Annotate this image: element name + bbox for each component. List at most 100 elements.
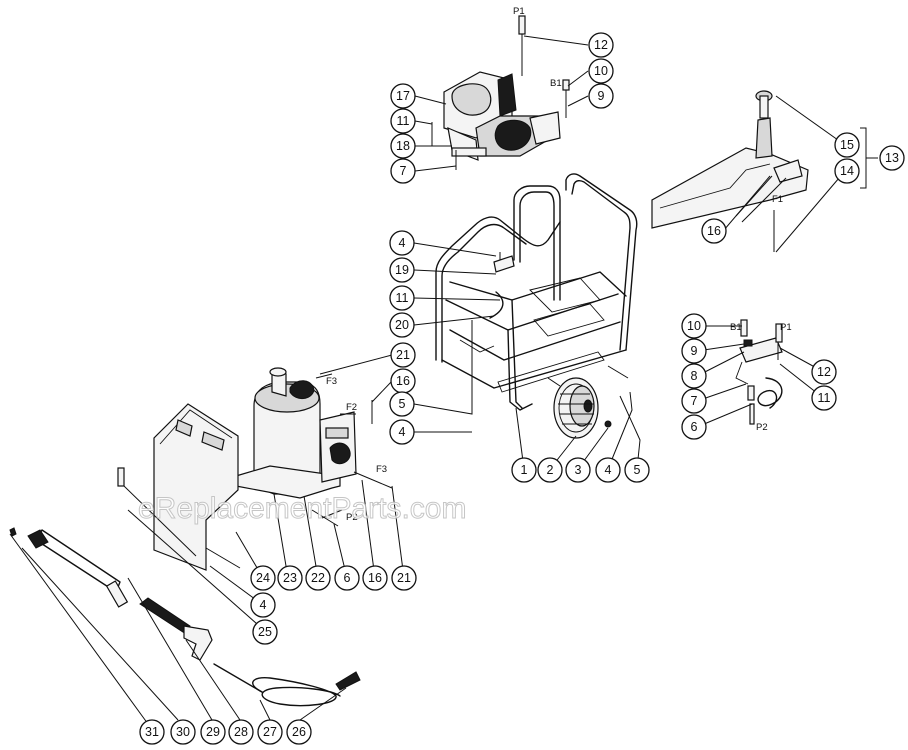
svg-text:5: 5 xyxy=(399,397,406,411)
callout-2: 2 xyxy=(537,457,563,483)
svg-text:25: 25 xyxy=(258,625,272,639)
callout-21: 21 xyxy=(390,342,416,368)
tag-f3-top: F3 xyxy=(326,376,337,387)
callout-9: 9 xyxy=(588,83,614,109)
callout-12: 12 xyxy=(588,32,614,58)
callout-30: 30 xyxy=(170,719,196,745)
svg-text:13: 13 xyxy=(885,151,899,165)
svg-text:27: 27 xyxy=(263,725,277,739)
callout-16: 16 xyxy=(701,218,727,244)
callout-4: 4 xyxy=(595,457,621,483)
gun-and-hose xyxy=(127,577,361,721)
callout-6: 6 xyxy=(334,565,360,591)
callout-10: 10 xyxy=(681,313,707,339)
svg-text:22: 22 xyxy=(311,571,325,585)
tag-f3-bottom: F3 xyxy=(376,464,387,475)
callout-25: 25 xyxy=(252,619,278,645)
tag-b1-right: B1 xyxy=(730,322,742,333)
tag-p2-bottom: P2 xyxy=(346,512,358,523)
svg-text:28: 28 xyxy=(234,725,248,739)
tag-p1-right: P1 xyxy=(780,322,792,333)
tag-p2-right: P2 xyxy=(756,422,768,433)
svg-text:12: 12 xyxy=(594,38,608,52)
callout-15: 15 xyxy=(834,132,860,158)
svg-text:16: 16 xyxy=(368,571,382,585)
svg-text:23: 23 xyxy=(283,571,297,585)
callout-4: 4 xyxy=(389,230,415,256)
connector-tags: P1 B1 F1 B1 P1 P2 F3 F2 F3 P2 xyxy=(326,6,792,523)
spray-lance xyxy=(9,527,179,725)
svg-text:9: 9 xyxy=(691,344,698,358)
callout-16: 16 xyxy=(362,565,388,591)
callout-18: 18 xyxy=(390,133,416,159)
svg-text:20: 20 xyxy=(395,318,409,332)
svg-text:10: 10 xyxy=(687,319,701,333)
svg-text:7: 7 xyxy=(400,164,407,178)
callout-28: 28 xyxy=(228,719,254,745)
svg-text:5: 5 xyxy=(634,463,641,477)
callout-29: 29 xyxy=(200,719,226,745)
callout-20: 20 xyxy=(389,312,415,338)
callout-13: 13 xyxy=(879,145,905,171)
svg-text:2: 2 xyxy=(547,463,554,477)
svg-text:24: 24 xyxy=(256,571,270,585)
svg-text:11: 11 xyxy=(396,291,409,305)
tag-b1-top: B1 xyxy=(550,78,562,89)
svg-text:30: 30 xyxy=(176,725,190,739)
fuel-tank xyxy=(651,90,809,252)
callout-21: 21 xyxy=(391,565,417,591)
svg-text:6: 6 xyxy=(344,571,351,585)
callout-11: 11 xyxy=(811,385,837,411)
callout-16: 16 xyxy=(390,368,416,394)
callout-8: 8 xyxy=(681,363,707,389)
svg-text:14: 14 xyxy=(840,164,854,178)
callout-9: 9 xyxy=(681,338,707,364)
callout-4: 4 xyxy=(389,419,415,445)
callout-22: 22 xyxy=(305,565,331,591)
callout-7: 7 xyxy=(390,158,416,184)
svg-text:4: 4 xyxy=(399,236,406,250)
svg-text:26: 26 xyxy=(292,725,306,739)
svg-text:4: 4 xyxy=(260,598,267,612)
svg-text:31: 31 xyxy=(145,725,159,739)
callout-1: 1 xyxy=(511,457,537,483)
svg-text:15: 15 xyxy=(840,138,854,152)
callout-5: 5 xyxy=(389,391,415,417)
callout-27: 27 xyxy=(257,719,283,745)
svg-text:18: 18 xyxy=(396,139,410,153)
svg-text:21: 21 xyxy=(396,348,410,362)
svg-text:4: 4 xyxy=(399,425,406,439)
svg-text:10: 10 xyxy=(594,64,608,78)
svg-text:19: 19 xyxy=(395,263,409,277)
svg-text:9: 9 xyxy=(598,89,605,103)
callout-17: 17 xyxy=(390,83,416,109)
group-bracket-13 xyxy=(860,127,878,189)
callout-19: 19 xyxy=(389,257,415,283)
callout-23: 23 xyxy=(277,565,303,591)
svg-text:16: 16 xyxy=(707,224,721,238)
svg-text:12: 12 xyxy=(817,365,831,379)
callout-3: 3 xyxy=(565,457,591,483)
callout-10: 10 xyxy=(588,58,614,84)
callout-11: 11 xyxy=(390,108,416,134)
callout-31: 31 xyxy=(139,719,165,745)
callout-6: 6 xyxy=(681,414,707,440)
callout-14: 14 xyxy=(834,158,860,184)
svg-text:11: 11 xyxy=(818,391,831,405)
leader-lines xyxy=(127,35,846,632)
frame xyxy=(435,173,638,411)
svg-text:21: 21 xyxy=(397,571,411,585)
tag-f2: F2 xyxy=(346,402,357,413)
svg-text:1: 1 xyxy=(521,463,528,477)
fitting-cluster xyxy=(735,319,783,425)
tag-p1-top: P1 xyxy=(513,6,525,17)
callout-26: 26 xyxy=(286,719,312,745)
svg-text:8: 8 xyxy=(691,369,698,383)
tag-f1: F1 xyxy=(772,194,783,205)
side-panel xyxy=(117,403,241,571)
callout-24: 24 xyxy=(250,565,276,591)
svg-text:4: 4 xyxy=(605,463,612,477)
callout-5: 5 xyxy=(624,457,650,483)
callout-11: 11 xyxy=(389,285,415,311)
